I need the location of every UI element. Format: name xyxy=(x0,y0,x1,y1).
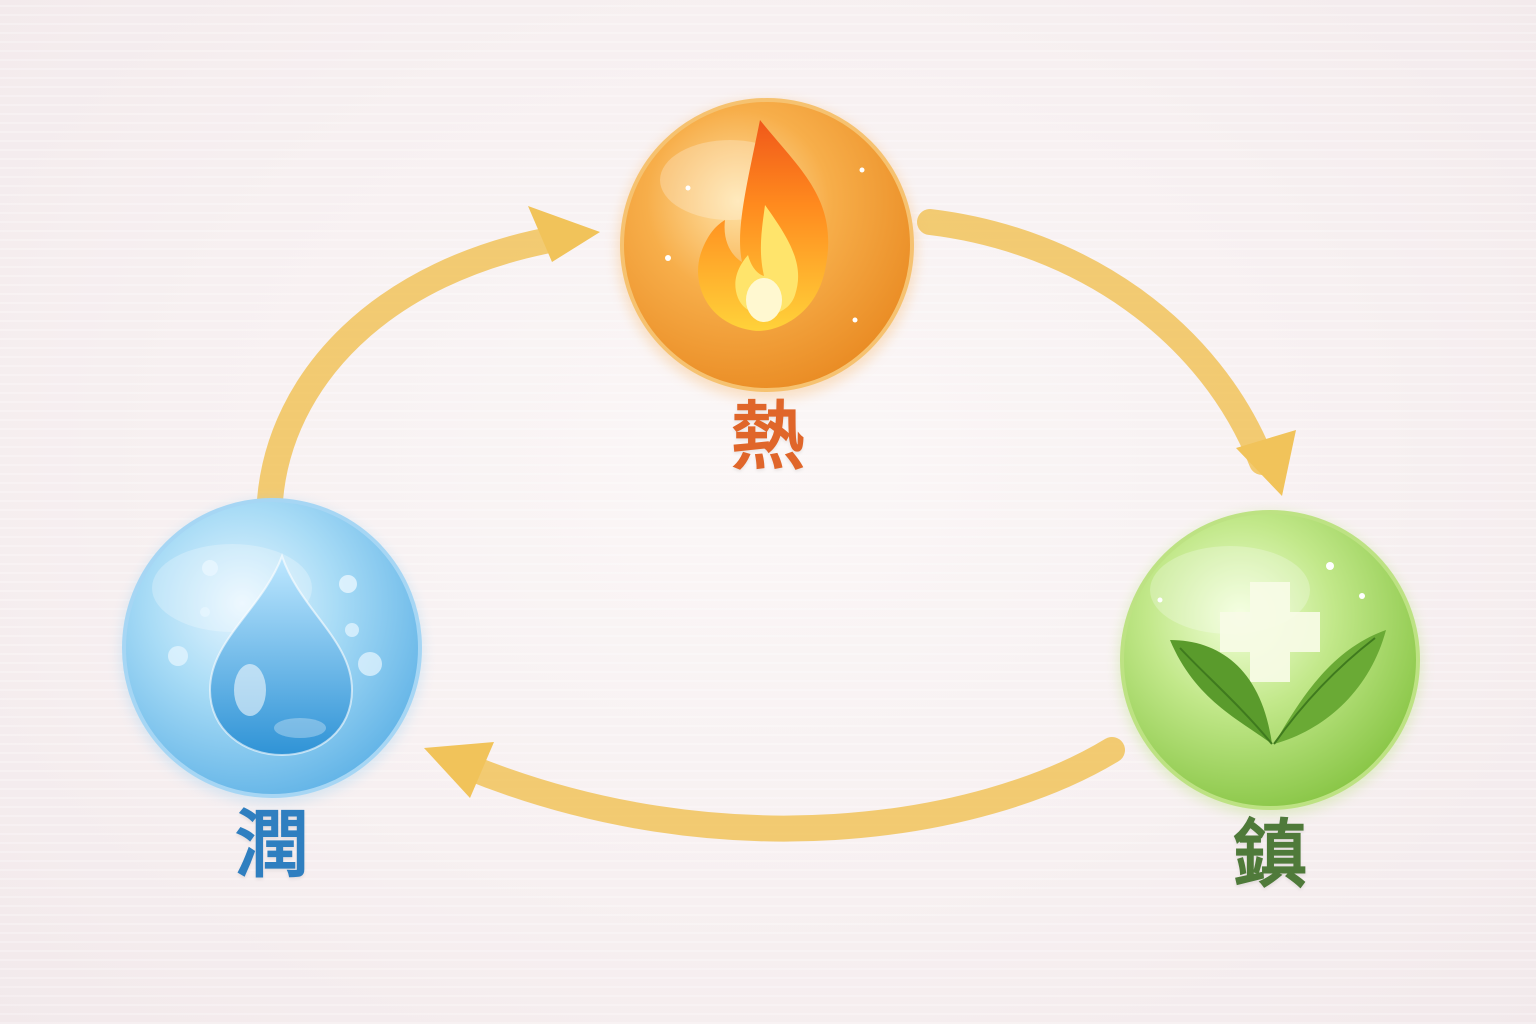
arrow-head-calm xyxy=(1236,430,1296,496)
calm-label: 鎮 xyxy=(1233,812,1307,898)
moist-label: 潤 xyxy=(235,802,309,888)
moist-node xyxy=(120,498,424,804)
heat-node xyxy=(617,98,917,400)
arrow-head-heat xyxy=(528,206,600,262)
arrow-calm-to-moist xyxy=(453,737,1125,842)
flame-icon xyxy=(698,120,829,331)
water-drop-icon xyxy=(208,552,354,757)
calm-node xyxy=(1118,510,1422,816)
arrow-moist-to-heat xyxy=(257,225,573,513)
arrow-heat-to-calm xyxy=(917,209,1275,475)
heat-label: 熱 xyxy=(731,394,805,480)
leaf-cross-icon xyxy=(1170,582,1386,745)
arrow-head-moist xyxy=(424,742,494,798)
arrows xyxy=(257,206,1296,842)
